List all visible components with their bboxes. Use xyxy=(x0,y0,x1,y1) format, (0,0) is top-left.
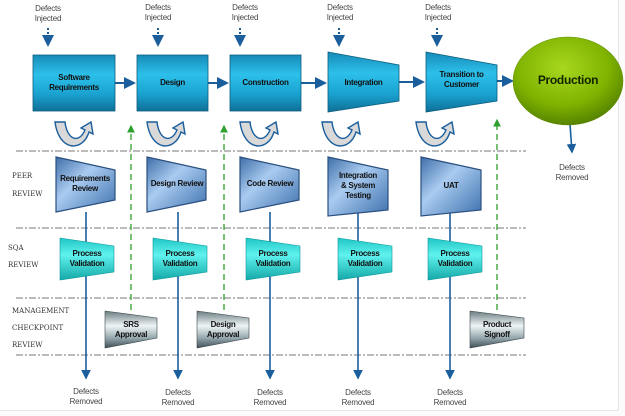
production-ellipse[interactable] xyxy=(512,36,624,126)
checkpoint-box-srs[interactable] xyxy=(104,310,158,349)
phase-box-transition[interactable] xyxy=(425,51,498,113)
feedback-arrow-3 xyxy=(239,120,279,147)
peer-label-3: Code Review xyxy=(246,179,294,188)
checkpoint-shapes xyxy=(104,310,525,349)
peer-box-5[interactable] xyxy=(420,156,482,217)
feedback-arrow-4 xyxy=(321,120,361,147)
production-label: Production xyxy=(537,73,599,87)
peer-box-2[interactable] xyxy=(146,156,207,213)
removed-arrows xyxy=(81,123,577,380)
lane-dividers xyxy=(16,150,526,356)
checkpoint-box-product[interactable] xyxy=(469,310,525,349)
sqa-box-4[interactable] xyxy=(337,237,393,281)
peer-box-1[interactable] xyxy=(55,156,116,213)
approval-arrows xyxy=(127,118,501,310)
phase-label-integration: Integration xyxy=(344,78,383,87)
sqa-box-1[interactable] xyxy=(59,237,115,281)
peer-label-5: UAT xyxy=(443,181,459,190)
peer-label-2: Design Review xyxy=(150,179,204,188)
feedback-arrow-5 xyxy=(415,120,455,147)
peer-review-shapes xyxy=(55,156,482,217)
phase-box-design[interactable] xyxy=(136,54,209,112)
feedback-arrows xyxy=(54,120,455,147)
phase-label-construction: Construction xyxy=(242,78,289,87)
removed-arrow-production xyxy=(566,123,577,154)
phase-box-software-requirements[interactable] xyxy=(32,54,116,112)
phase-label-design: Design xyxy=(160,78,185,87)
sqa-box-2[interactable] xyxy=(152,237,208,281)
sqa-box-5[interactable] xyxy=(427,237,483,281)
sqa-review-shapes xyxy=(59,237,483,281)
flow-arrows xyxy=(115,75,514,89)
phase-shapes xyxy=(32,51,498,113)
peer-box-3[interactable] xyxy=(239,156,300,213)
feedback-arrow-2 xyxy=(146,120,186,147)
checkpoint-box-design[interactable] xyxy=(196,310,250,349)
injected-arrows xyxy=(42,28,443,47)
phase-box-construction[interactable] xyxy=(229,54,302,112)
peer-box-4[interactable] xyxy=(327,156,389,217)
sqa-box-3[interactable] xyxy=(245,237,301,281)
phase-box-integration[interactable] xyxy=(327,51,400,113)
feedback-arrow-1 xyxy=(54,120,94,147)
